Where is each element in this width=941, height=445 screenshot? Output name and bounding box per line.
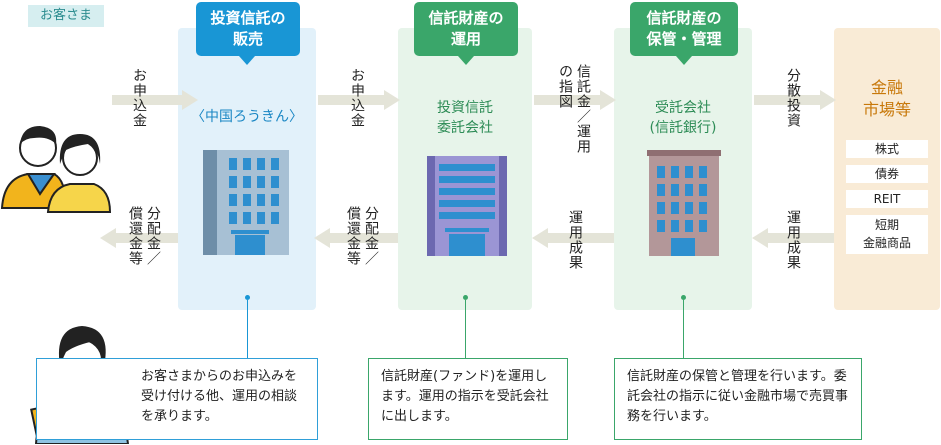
connector-dot-management [463,295,468,300]
note-sales: お客さまからのお申込みを受け付ける他、運用の相談を承ります。 [36,358,318,440]
label-apply-1: お申込金 [131,68,147,128]
market-item-reit: REIT [846,190,928,208]
customers-icon [0,126,112,213]
label-return-market: 運用成果 [785,210,801,270]
arrow-dist-1 [100,228,178,248]
connector-dot-sales [245,295,250,300]
building-management-icon [427,156,507,256]
connector-dot-custody [681,295,686,300]
market-item-stocks: 株式 [846,140,928,158]
header-management-pointer [458,56,474,65]
market-item-bonds: 債券 [846,165,928,183]
header-custody: 信託財産の 保管・管理 [630,2,738,56]
header-sales-pointer [239,56,255,65]
arrow-return-custody [532,228,614,248]
arrow-return-market [752,228,834,248]
entity-market: 金融 市場等 [862,78,911,119]
arrow-trust [534,90,616,110]
arrow-apply-2 [318,90,400,110]
label-dist-1: 分配金／償還金等 [127,206,161,266]
label-return-custody: 運用成果 [567,210,583,270]
entity-custody: 受託会社 (信託銀行) [649,100,717,136]
entity-management: 投資信託 委託会社 [437,100,493,136]
label-invest: 分散投資 [785,68,801,128]
customer-label: お客さま [28,5,104,27]
note-custody: 信託財産の保管と管理を行います。委託会社の指示に従い金融市場で売買事務を行います… [614,358,862,440]
connector-line-custody [683,300,684,358]
connector-line-management [465,300,466,358]
market-item-short-term: 短期 金融商品 [846,215,928,254]
arrow-invest [754,90,836,110]
building-custody-icon [647,150,721,256]
arrow-dist-2 [314,228,398,248]
building-sales-icon [203,150,289,255]
header-custody-pointer [676,56,692,65]
header-sales: 投資信託の 販売 [196,2,300,56]
label-dist-2: 分配金／償還金等 [345,206,379,266]
connector-line-sales [247,300,248,358]
note-management: 信託財産(ファンド)を運用します。運用の指示を受託会社に出します。 [368,358,568,440]
label-trust-instruction: 信託金／運用の指図 [557,64,591,154]
label-apply-2: お申込金 [349,68,365,128]
header-management: 信託財産の 運用 [414,2,518,56]
arrow-apply-1 [112,90,198,110]
entity-sales: 〈中国ろうきん〉 [191,109,303,125]
